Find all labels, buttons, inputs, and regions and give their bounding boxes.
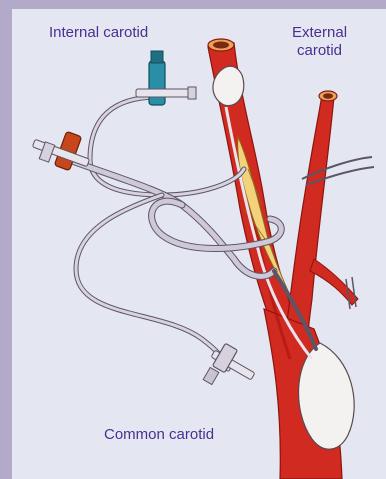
external-carotid-label-line2: carotid xyxy=(292,42,347,60)
common-carotid-label: Common carotid xyxy=(104,426,214,444)
teal-stopcock-icon xyxy=(136,51,196,105)
orange-stopcock-icon xyxy=(32,131,89,170)
carotid-diagram xyxy=(12,9,386,479)
external-carotid-label: External carotid xyxy=(292,24,347,60)
diagram-panel: Internal carotid External carotid Common… xyxy=(12,9,386,479)
internal-carotid-label: Internal carotid xyxy=(49,24,148,42)
external-carotid-label-line1: External xyxy=(292,24,347,42)
